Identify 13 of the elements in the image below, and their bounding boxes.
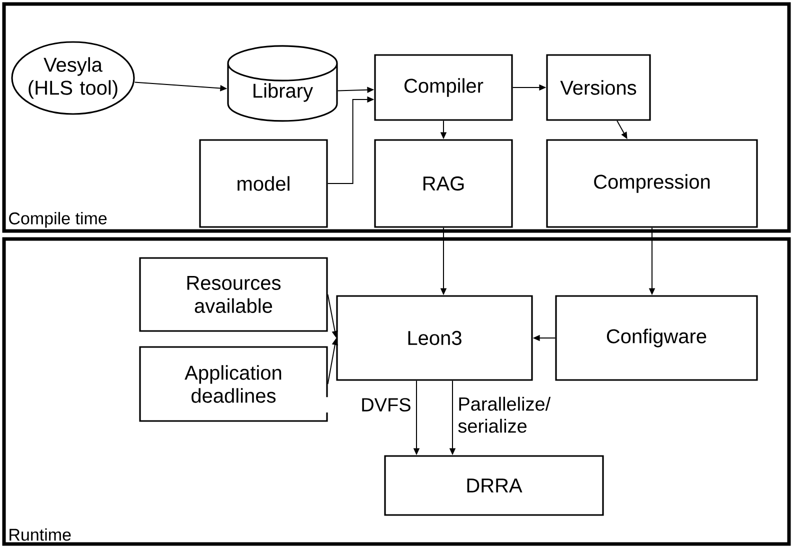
process-box: Compiler [374, 54, 513, 121]
process-box: Compression [546, 139, 758, 228]
process-box: DRRA [384, 455, 604, 516]
process-box: Versions [546, 54, 651, 121]
edge-label: DVFS [362, 398, 410, 412]
library-cylinder: Library [227, 45, 338, 122]
process-box: Application deadlines [139, 346, 328, 422]
process-box: Leon3 [336, 295, 533, 381]
process-box: model [199, 139, 328, 228]
edge-label: Parallelize/ serialize [458, 396, 551, 433]
process-box: RAG [374, 139, 513, 228]
process-box: Resources available [139, 257, 328, 332]
process-box: Configware [555, 295, 758, 381]
